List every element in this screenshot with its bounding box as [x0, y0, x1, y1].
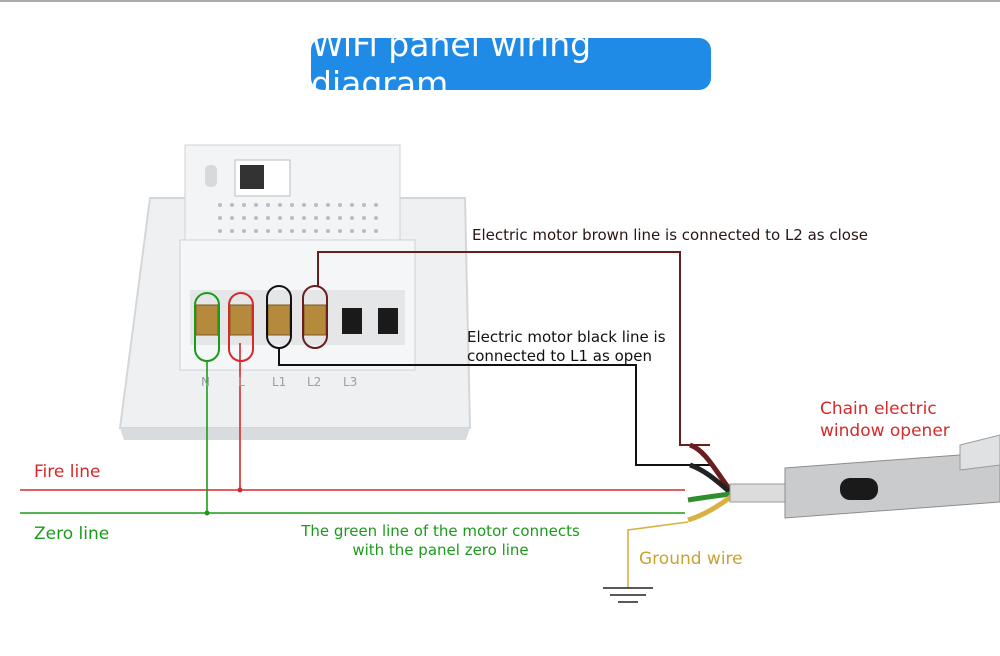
brown-line-note: Electric motor brown line is connected t…: [472, 226, 869, 244]
fire-line-label: Fire line: [34, 462, 101, 482]
motor-black-wire: [689, 462, 732, 494]
motor-yellow-wire: [687, 493, 734, 523]
green-line-note-2: with the panel zero line: [352, 541, 529, 559]
terminal-screws: [195, 304, 398, 336]
panel-plate-edge: [120, 428, 470, 440]
opener-body: [784, 451, 1000, 519]
green-line-note-1: The green line of the motor connects: [301, 522, 580, 540]
vent-holes: [218, 203, 378, 233]
opener-label-2: window opener: [820, 421, 950, 441]
black-line-note-1: Electric motor black line is: [467, 328, 666, 346]
terminal-label-n: N: [201, 375, 210, 389]
motor-green-wire: [687, 491, 731, 503]
opener-label: Chain electric window opener: [820, 398, 950, 442]
terminal-label-l1: L1: [272, 375, 287, 389]
opener-cable-sleeve: [729, 483, 791, 503]
terminal-label-l3: L3: [343, 375, 358, 389]
terminal-row: [190, 290, 405, 345]
highlight-l: [228, 292, 254, 362]
chain-window-opener: [729, 434, 1000, 519]
motor-brown-wire: [688, 442, 733, 492]
black-line-note: Electric motor black line is connected t…: [467, 328, 666, 366]
opener-label-1: Chain electric: [820, 399, 937, 419]
ground-symbol: [603, 587, 653, 603]
panel-module-top: [184, 144, 401, 241]
green-line-note: The green line of the motor connects wit…: [283, 522, 598, 560]
black-wire: [278, 348, 710, 466]
highlight-l2: [302, 285, 328, 349]
terminal-label-l2: L2: [307, 375, 322, 389]
terminal-label-l: L: [238, 375, 245, 389]
zero-line-label: Zero line: [34, 524, 110, 544]
panel-notch: [205, 165, 217, 187]
wifi-panel: [118, 144, 472, 440]
qr-code: [240, 165, 264, 189]
opener-bracket: [959, 434, 1000, 471]
ground-wire-line: [627, 521, 689, 588]
black-line-note-2: connected to L1 as open: [467, 347, 653, 365]
opener-window: [840, 478, 878, 500]
ground-wire-label: Ground wire: [639, 549, 743, 569]
